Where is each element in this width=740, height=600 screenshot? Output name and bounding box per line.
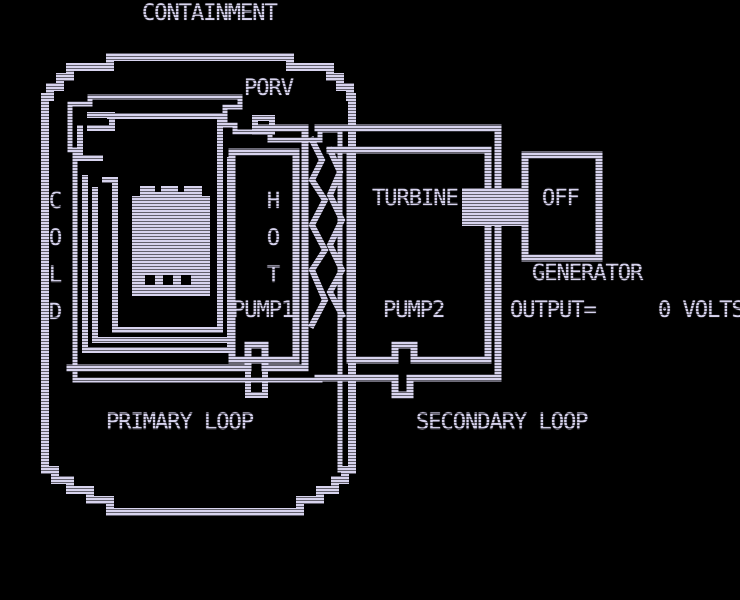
steam-generator-coil	[307, 135, 329, 330]
hot-letter: H	[266, 189, 280, 214]
containment-label: CONTAINMENT	[142, 1, 278, 26]
hot-letter: T	[266, 263, 280, 288]
cold-leg-label: C O L D	[45, 183, 65, 331]
cold-letter: O	[48, 226, 62, 251]
pump2-label: PUMP2	[383, 298, 445, 323]
reactor-core-top	[140, 186, 202, 200]
cold-letter: D	[48, 300, 62, 325]
porv-label: PORV	[244, 76, 294, 101]
primary-loop-label: PRIMARY LOOP	[106, 410, 254, 435]
secondary-loop-outer	[314, 124, 502, 399]
output-value: 0 VOLTS	[658, 298, 740, 323]
secondary-loop-label: SECONDARY LOOP	[416, 410, 588, 435]
generator-label: GENERATOR	[532, 261, 643, 286]
output-label: OUTPUT=	[510, 298, 597, 323]
cold-letter: C	[48, 189, 62, 214]
generator-status: OFF	[542, 186, 580, 211]
hot-leg-label: H O T	[263, 183, 283, 294]
pump1-label: PUMP1	[232, 298, 294, 323]
hot-letter: O	[266, 226, 280, 251]
turbine-label: TURBINE	[372, 186, 459, 211]
turbine-shaft	[462, 188, 528, 226]
cold-letter: L	[48, 263, 62, 288]
